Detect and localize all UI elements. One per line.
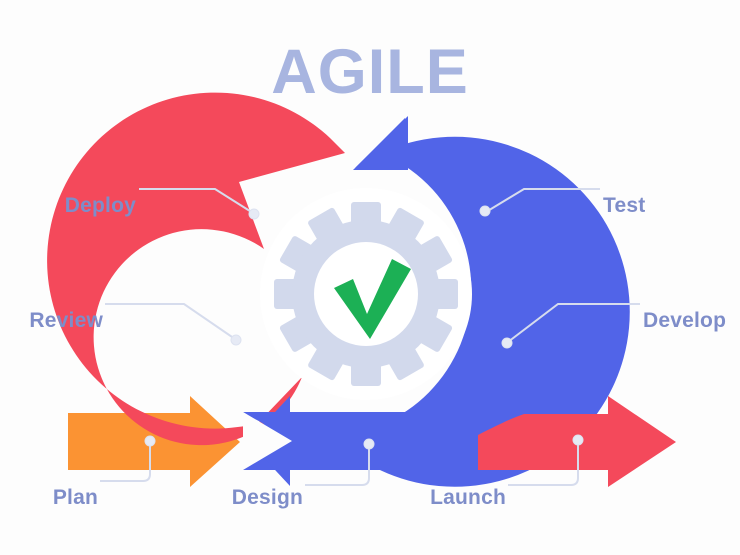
blue-arc-shape-base	[243, 118, 630, 487]
blue-bottom-band	[245, 412, 520, 470]
stage-label-deploy[interactable]: Deploy	[65, 194, 136, 217]
deploy-review-arc	[47, 92, 345, 446]
leader-dot-develop	[501, 337, 513, 349]
leader-dot-plan	[144, 435, 156, 447]
leader-dots	[144, 205, 584, 450]
leader-dot-launch	[572, 434, 584, 446]
leader-develop	[507, 303, 640, 343]
leader-launch	[508, 442, 579, 486]
leader-dot-design	[363, 438, 375, 450]
red-arc-shape	[47, 92, 345, 446]
blue-bottom-notch	[243, 412, 292, 470]
leader-test	[485, 188, 600, 213]
leader-plan	[100, 443, 151, 482]
stage-label-review[interactable]: Review	[29, 309, 103, 332]
leader-dot-deploy	[248, 208, 260, 220]
page-title: AGILE	[271, 37, 469, 107]
leader-deploy	[139, 188, 254, 214]
leader-dot-review	[230, 334, 242, 346]
stage-label-launch[interactable]: Launch	[430, 486, 506, 509]
gear-with-checkmark-icon	[274, 202, 458, 386]
stage-label-test[interactable]: Test	[603, 194, 645, 217]
leader-design	[305, 446, 370, 486]
leader-dot-test	[479, 205, 491, 217]
stage-label-design[interactable]: Design	[232, 486, 303, 509]
blue-arrowhead-top	[353, 116, 408, 170]
leader-lines	[100, 188, 640, 486]
stage-label-plan[interactable]: Plan	[53, 486, 98, 509]
checkmark-icon	[334, 259, 411, 339]
leader-review	[105, 303, 236, 340]
test-develop-design-arc	[243, 116, 630, 487]
stage-label-develop[interactable]: Develop	[643, 309, 726, 332]
